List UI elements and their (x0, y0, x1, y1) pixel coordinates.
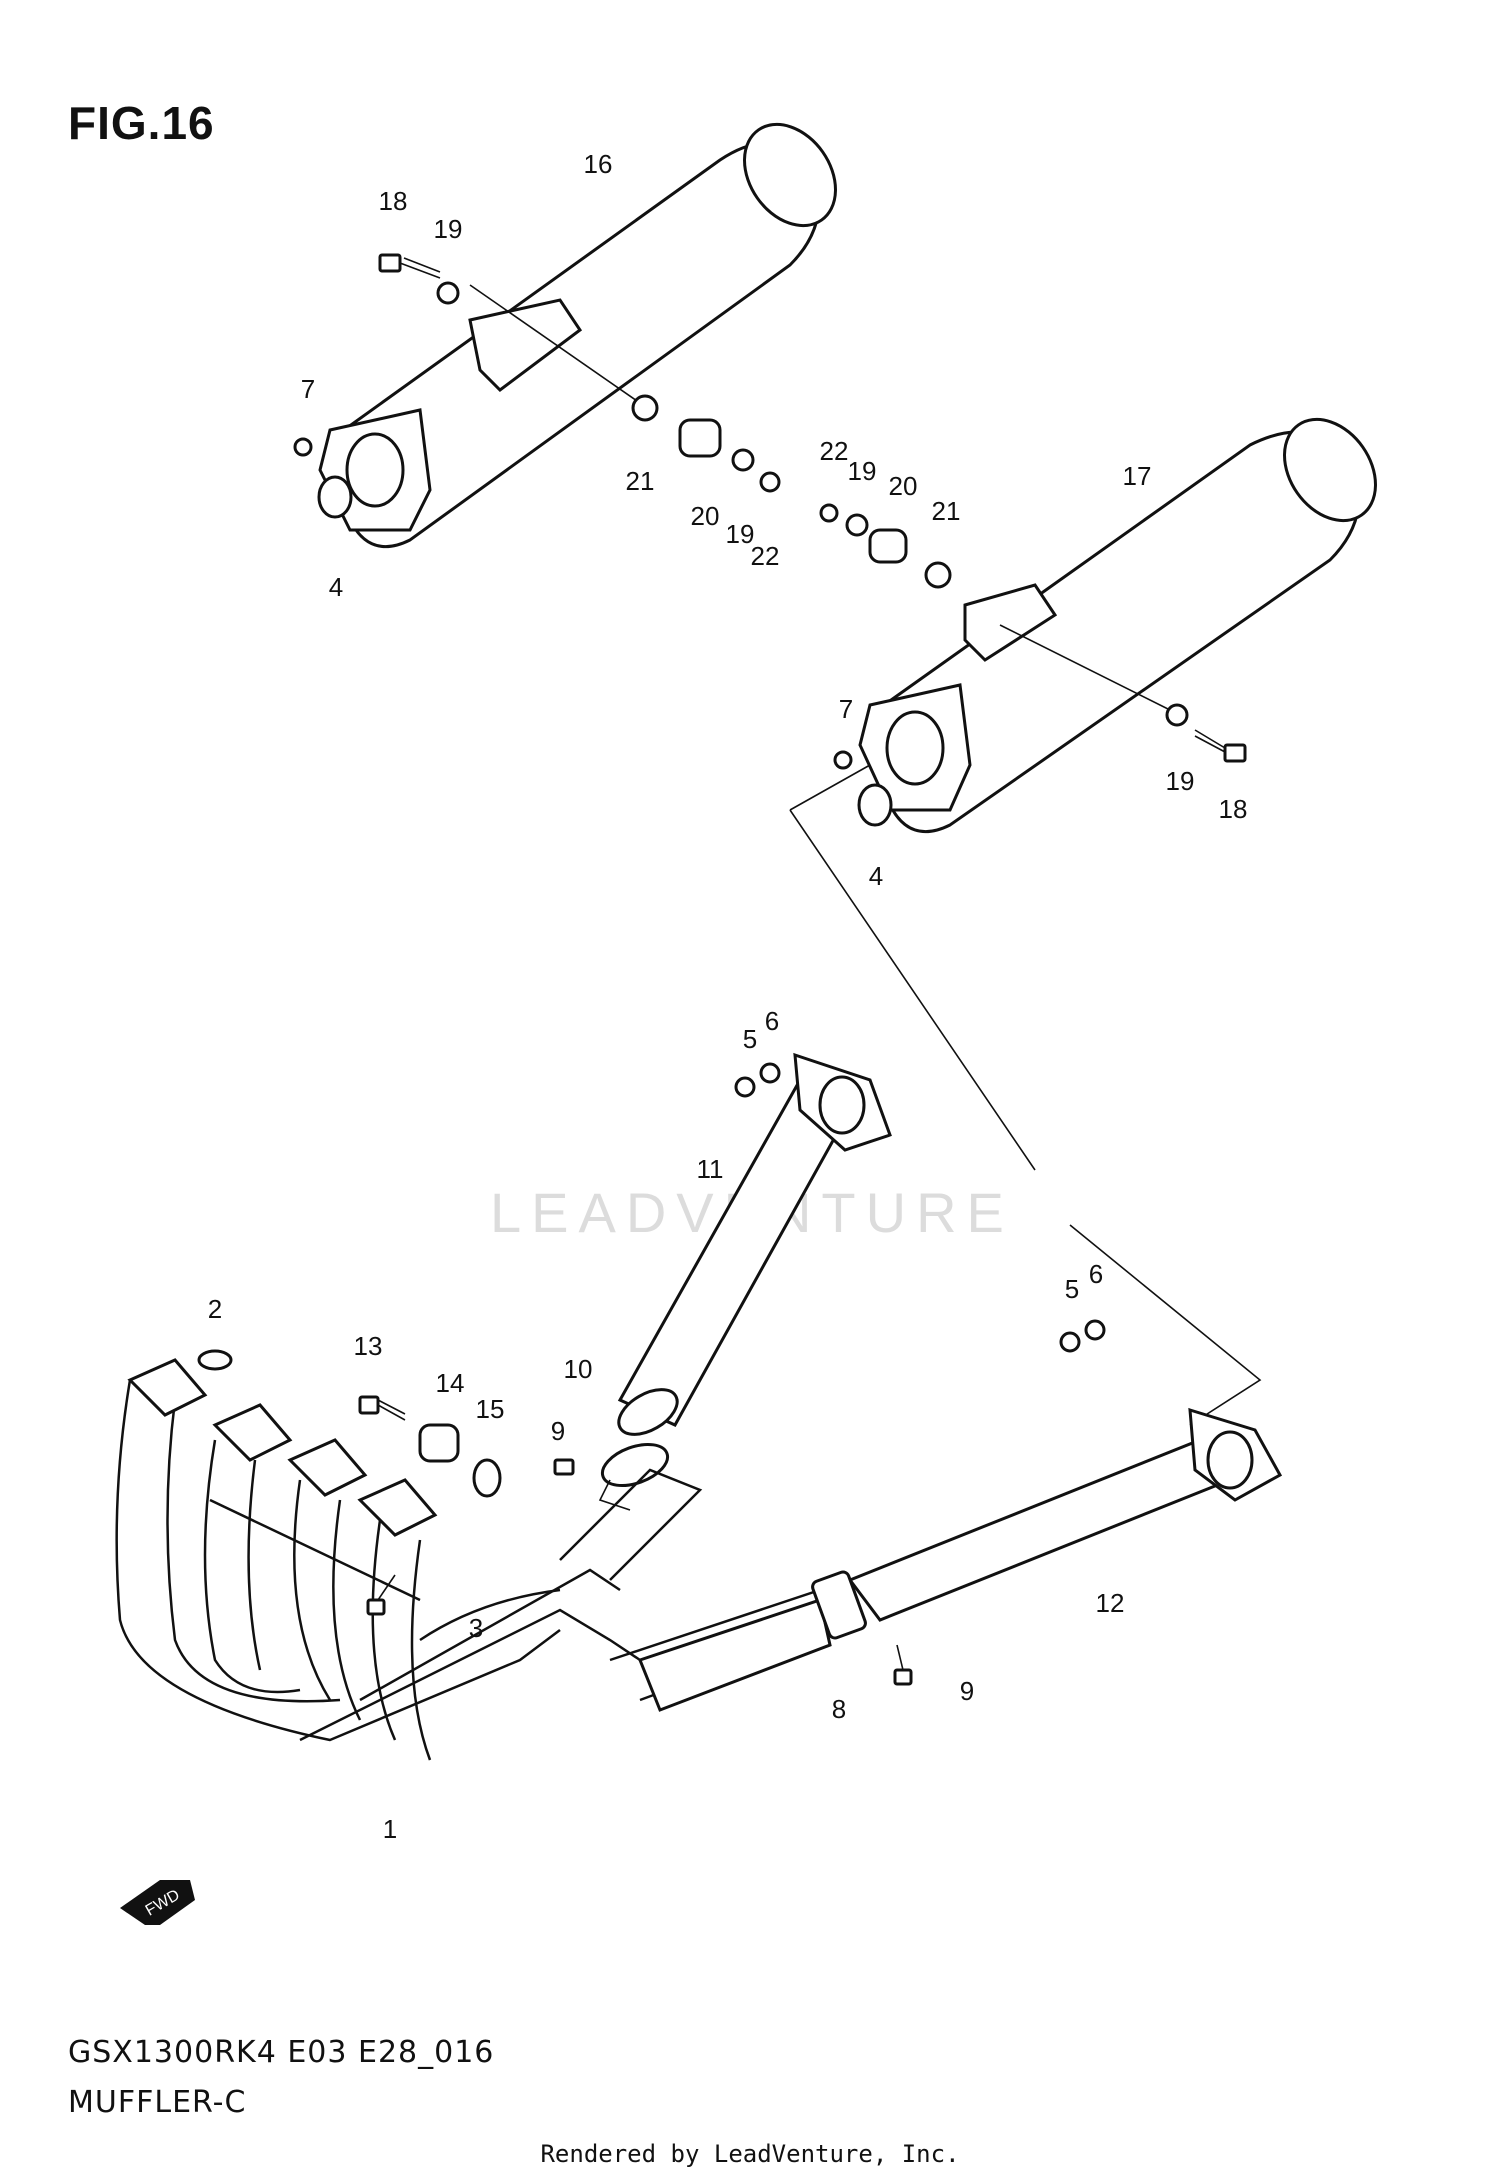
muffler-mount-bracket-16 (468, 298, 583, 392)
bolt-9-upper[interactable] (553, 1458, 575, 1476)
washer-6-upper[interactable] (759, 1062, 781, 1084)
collar-21-lower[interactable] (924, 561, 952, 589)
section-name: MUFFLER-C (68, 2085, 247, 2120)
callout-7: 7 (301, 374, 315, 404)
leader-line (789, 764, 1262, 1426)
leader-line (469, 284, 651, 411)
figure-title: FIG.16 (68, 97, 215, 149)
gasket-2[interactable] (197, 1349, 233, 1371)
callout-19: 19 (1166, 766, 1195, 796)
clamp-8[interactable] (811, 1570, 867, 1640)
callout-4: 4 (329, 572, 343, 602)
callout-20: 20 (889, 471, 918, 501)
leader-line (999, 624, 1181, 716)
callout-4: 4 (869, 861, 883, 891)
callout-5: 5 (743, 1024, 757, 1054)
gasket-4-lower[interactable] (857, 783, 893, 827)
nut-5-lower[interactable] (1059, 1331, 1081, 1353)
callout-14: 14 (436, 1368, 465, 1398)
muffler-16[interactable] (318, 107, 854, 549)
clamp-10[interactable] (597, 1436, 673, 1511)
nut-5-upper[interactable] (734, 1076, 756, 1098)
callout-12: 12 (1096, 1588, 1125, 1618)
washer-19-mid[interactable] (731, 448, 755, 472)
footer-credit: Rendered by LeadVenture, Inc. (540, 2140, 960, 2168)
callout-10: 10 (564, 1354, 593, 1384)
callout-18: 18 (379, 186, 408, 216)
callout-7: 7 (839, 694, 853, 724)
callout-21: 21 (932, 496, 961, 526)
washer-7-upper[interactable] (293, 437, 313, 457)
muffler-17[interactable] (858, 402, 1394, 834)
callout-6: 6 (1089, 1259, 1103, 1289)
callout-3: 3 (469, 1613, 483, 1643)
callout-9: 9 (960, 1676, 974, 1706)
callout-15: 15 (476, 1394, 505, 1424)
washer-19-lower-a[interactable] (845, 513, 869, 537)
cushion-20-lower[interactable] (868, 528, 908, 564)
bolt-18-lower[interactable] (1194, 729, 1247, 763)
callout-16: 16 (584, 149, 613, 179)
callout-9: 9 (551, 1416, 565, 1446)
callout-8: 8 (832, 1694, 846, 1724)
callout-21: 21 (626, 466, 655, 496)
washer-7-lower[interactable] (833, 750, 853, 770)
callout-22: 22 (820, 436, 849, 466)
bolt-9-lower[interactable] (893, 1644, 913, 1686)
callout-18: 18 (1219, 794, 1248, 824)
model-code: GSX1300RK4 E03 E28_016 (68, 2035, 495, 2070)
header-flanges (127, 1358, 438, 1537)
fwd-arrow-icon: FWD (120, 1880, 195, 1925)
callout-19: 19 (848, 456, 877, 486)
collar-15[interactable] (472, 1458, 502, 1498)
cushion-20-upper[interactable] (678, 418, 722, 458)
callout-17: 17 (1123, 461, 1152, 491)
callout-19: 19 (434, 214, 463, 244)
callout-20: 20 (691, 501, 720, 531)
washer-19-upper[interactable] (436, 281, 460, 305)
bolt-13[interactable] (358, 1395, 406, 1421)
callout-11: 11 (697, 1154, 724, 1184)
callout-1: 1 (383, 1814, 397, 1844)
muffler-mount-bracket-17 (963, 583, 1058, 662)
callout-2: 2 (208, 1294, 222, 1324)
callout-labels: 16 18 19 7 21 20 19 22 4 22 19 20 21 17 … (208, 149, 1248, 1844)
exhaust-pipe-11[interactable] (611, 1052, 892, 1444)
callout-5: 5 (1065, 1274, 1079, 1304)
nut-22-upper[interactable] (759, 471, 781, 493)
exhaust-pipe-12[interactable] (847, 1407, 1283, 1622)
collar-21-upper[interactable] (631, 394, 659, 422)
cushion-14[interactable] (418, 1423, 460, 1463)
callout-6: 6 (765, 1006, 779, 1036)
bolt-18-upper[interactable] (378, 253, 441, 279)
callout-13: 13 (354, 1331, 383, 1361)
gasket-4-upper[interactable] (317, 475, 353, 519)
callout-19: 19 (726, 519, 755, 549)
nut-22-lower[interactable] (819, 503, 839, 523)
callout-22: 22 (751, 541, 780, 571)
exhaust-header-1[interactable] (115, 1379, 832, 1761)
connector-pipe-middle (638, 1598, 832, 1712)
bolt-3[interactable] (366, 1574, 396, 1616)
washer-6-lower[interactable] (1084, 1319, 1106, 1341)
washer-19-lower-b[interactable] (1165, 703, 1189, 727)
